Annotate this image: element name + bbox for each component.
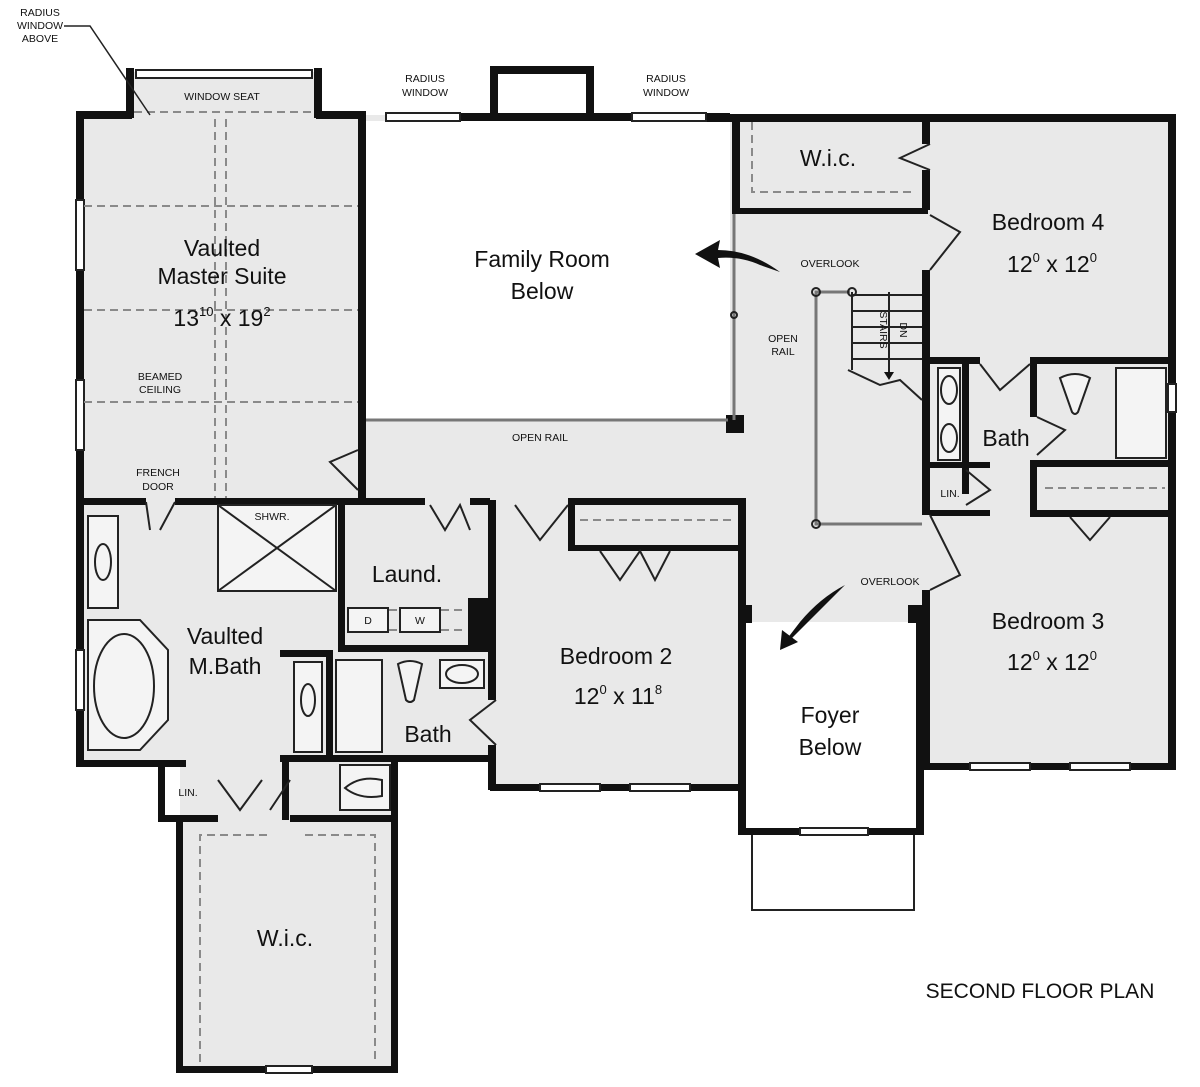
room-dimensions-bedroom-3: 120 x 120 [1007, 648, 1097, 675]
overlook-arrow-icon [695, 240, 780, 272]
room-name-bedroom-4: Bedroom 4 [992, 209, 1105, 235]
room-dimensions-master-suite: 1310 x 192 [173, 304, 270, 331]
room-name-foyer: Foyer [801, 702, 860, 728]
room-name-bath: Bath [982, 425, 1029, 451]
note-text: RAIL [771, 346, 795, 358]
family-room-open-area [364, 121, 730, 419]
note-beamed-ceiling: BEAMED [138, 371, 183, 383]
open-rails [366, 214, 922, 529]
room-name-wic: W.i.c. [800, 145, 856, 171]
floor-fills [80, 72, 1172, 1087]
fixtures [87, 367, 1167, 811]
note-radius-window: RADIUS [405, 73, 445, 85]
note-text: CEILING [139, 384, 181, 396]
note-overlook: OVERLOOK [861, 576, 920, 588]
washer-label: W [415, 615, 425, 627]
dryer-label: D [364, 615, 372, 627]
note-window-seat: WINDOW SEAT [184, 91, 260, 103]
note-text: DOOR [142, 481, 174, 493]
note-open-rail: OPEN [768, 333, 798, 345]
room-name-master-bath: M.Bath [189, 653, 262, 679]
room-name-laundry: Laund. [372, 561, 442, 587]
room-name-bedroom-3: Bedroom 3 [992, 608, 1105, 634]
note-overlook: OVERLOOK [801, 258, 860, 270]
note-text: WINDOW [402, 87, 448, 99]
note-text: ABOVE [22, 33, 58, 45]
room-dimensions-bedroom-2: 120 x 118 [574, 682, 662, 709]
room-name-linen: LIN. [940, 488, 959, 500]
note-text: WINDOW [643, 87, 689, 99]
front-stoop [751, 835, 915, 911]
room-name-master-suite: Vaulted [184, 235, 260, 261]
note-stairs-dn: DN [897, 322, 909, 337]
windows [75, 69, 1177, 1074]
note-radius-window-above: RADIUS [20, 7, 60, 19]
note-stairs: STAIRS [877, 311, 889, 348]
note-open-rail: OPEN RAIL [512, 432, 568, 444]
room-name-wic: W.i.c. [257, 925, 313, 951]
note-radius-window: RADIUS [646, 73, 686, 85]
room-name-bedroom-2: Bedroom 2 [560, 643, 673, 669]
note-text: WINDOW [17, 20, 63, 32]
room-name-bath: Bath [404, 721, 451, 747]
room-name-master-bath: Vaulted [187, 623, 263, 649]
room-labels: Vaulted Master Suite 1310 x 192 Family R… [157, 145, 1104, 951]
stairs [847, 292, 923, 401]
annotations: RADIUS WINDOW ABOVE WINDOW SEAT RADIUS W… [17, 7, 920, 588]
doors [145, 143, 1111, 812]
room-name-linen: LIN. [178, 787, 197, 799]
room-name-foyer: Below [799, 734, 862, 760]
note-french-door: FRENCH [136, 467, 180, 479]
room-name-family-room: Below [511, 278, 574, 304]
stairs-down-arrow-icon [884, 372, 894, 380]
plan-title: SECOND FLOOR PLAN [926, 980, 1155, 1003]
foyer-open-area [742, 622, 920, 830]
room-dimensions-bedroom-4: 120 x 120 [1007, 250, 1097, 277]
room-name-family-room: Family Room [474, 246, 609, 272]
room-name-shower: SHWR. [255, 511, 290, 523]
overlook-arrow-icon [780, 585, 845, 650]
room-name-master-suite: Master Suite [157, 263, 286, 289]
